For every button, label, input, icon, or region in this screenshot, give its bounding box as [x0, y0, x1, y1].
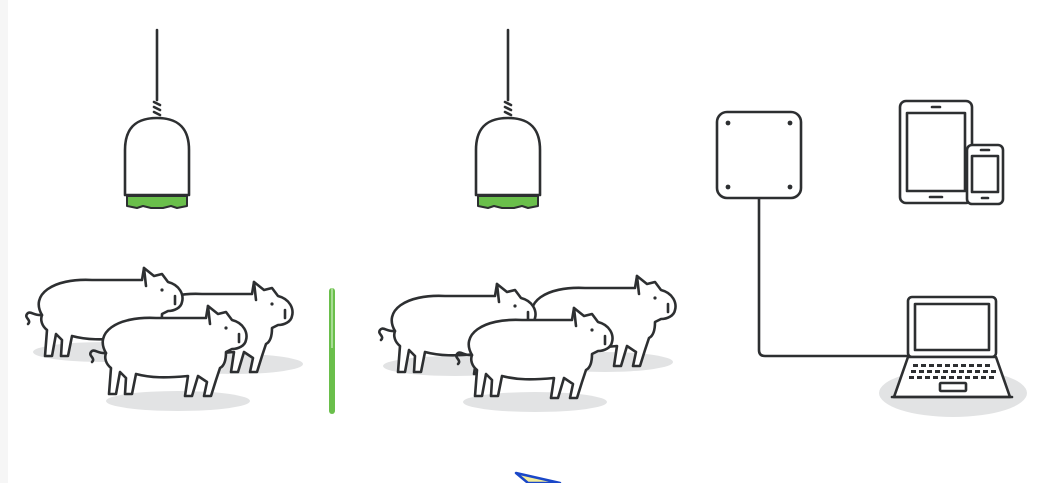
smartphone-icon: [967, 145, 1003, 204]
hanging-camera-icon: [125, 30, 189, 208]
tablet-icon: [900, 101, 972, 203]
network-cable: [759, 198, 910, 356]
pig-shadow: [463, 392, 607, 412]
hanging-camera-icon: [476, 30, 540, 208]
gateway-box-icon: [717, 112, 801, 198]
system: [717, 101, 1027, 417]
mouse-pointer-icon: [516, 473, 560, 483]
divider-highlight: [331, 288, 333, 348]
pen-1: [26, 30, 303, 411]
pen-2: [379, 30, 675, 412]
